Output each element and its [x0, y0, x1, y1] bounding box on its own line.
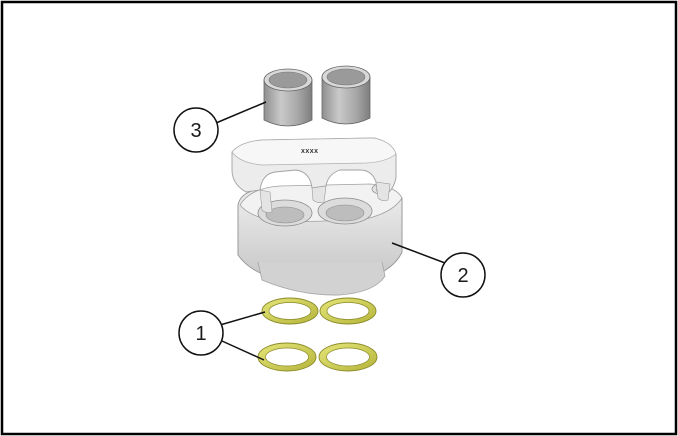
ring-bottom-left	[258, 343, 316, 371]
ring-top-left	[262, 298, 318, 324]
callout-2-label: 2	[457, 265, 468, 287]
callout-3: 3	[174, 108, 218, 152]
ring-top-right	[320, 298, 376, 324]
callout-1: 1	[179, 311, 223, 355]
callout-2: 2	[441, 253, 485, 297]
housing: xxxx	[232, 138, 402, 295]
callout-3-label: 3	[190, 120, 201, 142]
sleeve-left	[264, 69, 312, 126]
callout-1-label: 1	[195, 323, 206, 345]
housing-stamp: xxxx	[301, 148, 319, 155]
sleeve-right	[322, 66, 370, 124]
ring-bottom-right	[319, 343, 377, 371]
